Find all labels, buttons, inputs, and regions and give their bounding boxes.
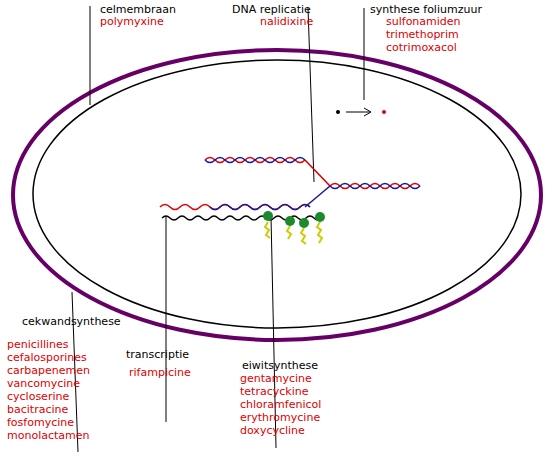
dna-strand [205,158,305,163]
drug-name: sulfonamiden [386,15,461,28]
target-heading: synthese foliumzuur [370,3,482,16]
mrna-strand [162,216,322,220]
drug-name: monolactamen [7,429,90,442]
dna-strand [160,205,310,210]
ribosomes [263,211,325,228]
dna-strand [305,160,330,186]
peptide-chain [317,222,322,243]
dna-strand [210,205,310,210]
ribosome [285,216,295,226]
ribosome [315,212,325,222]
peptide-chain [301,228,306,244]
peptide-chain [287,226,291,239]
drug-name: gentamycine [240,372,312,385]
drug-name: polymyxine [100,15,164,28]
peptide-chain [265,222,270,238]
leader-line [90,6,91,105]
drug-name: vancomycine [7,377,80,390]
ribosome [263,211,273,221]
target-heading: eiwitsynthese [242,359,318,372]
drug-name: penicillines [7,338,69,351]
drug-name: trimethoprim [386,28,459,41]
leader-line [308,8,314,182]
leader-lines [72,6,364,452]
drug-name: fosfomycine [7,416,74,429]
ribosome [299,218,309,228]
drug-name: chloramfenicol [240,398,321,411]
peptide-chains [265,222,322,244]
drug-name: nalidixine [260,15,313,28]
target-heading: DNA replicatie [232,3,311,16]
target-heading: celmembraan [100,3,176,16]
drug-name: cefalosporines [7,351,87,364]
drug-name: tetracyckine [240,385,308,398]
dna-strand [305,186,330,207]
substrate-dot [336,110,340,114]
dna-strand [205,158,305,163]
product-dot [382,110,386,114]
drug-name: doxycycline [240,424,305,437]
drug-name: erythromycine [240,411,320,424]
cell-membrane [33,60,521,328]
dna-strand [330,184,420,189]
target-heading: cekwandsynthese [22,315,121,328]
drug-name: bacitracine [7,403,68,416]
dna-strand [330,184,420,189]
target-heading: transcriptie [126,348,189,361]
drug-name: cotrimoxacol [386,41,457,54]
drug-name: rifampicine [129,366,191,379]
cell-wall [13,50,541,340]
drug-name: cycloserine [7,390,69,403]
leader-line [364,8,365,100]
leader-line [166,216,167,422]
dna-helix [160,158,420,210]
drug-name: carbapenemen [7,364,90,377]
reaction-arrow [346,108,371,116]
